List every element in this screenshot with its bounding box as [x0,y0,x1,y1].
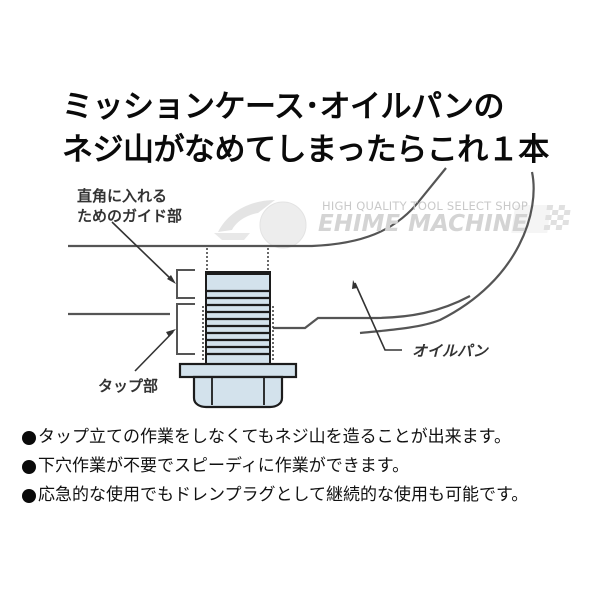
case-outline [68,167,535,335]
guide-label-line-1: 直角に入れる [77,187,168,205]
feature-item: タップ立ての作業をしなくてもネジ山を造ることが出来ます。 [22,423,592,452]
tap-section-label: タップ部 [98,377,159,395]
oil-pan-label: オイルパン [412,342,488,360]
guide-label-line-2: ためのガイド部 [77,207,183,225]
feature-text: 下穴作業が不要でスピーディに作業ができます。 [38,456,410,476]
watermark-name: EHIME MACHINE [318,211,528,237]
bullet-icon [22,430,36,445]
ehime-logo-icon [214,200,307,249]
feature-list: タップ立ての作業をしなくてもネジ山を造ることが出来ます。 下穴作業が不要でスピー… [22,423,592,510]
headline-line-2: ネジ山がなめてしまったらこれ１本 [62,132,549,168]
headline: ミッションケース･オイルパンの ネジ山がなめてしまったらこれ１本 [62,86,562,172]
checkered-flag-icon [511,205,571,233]
feature-item: 下穴作業が不要でスピーディに作業ができます。 [22,452,592,481]
section-brackets [176,269,195,355]
bullet-icon [22,488,36,503]
feature-item: 応急的な使用でもドレンプラグとして継続的な使用も可能です。 [22,481,592,510]
watermark-tagline: HIGH QUALITY TOOL SELECT SHOP [322,199,528,213]
bullet-icon [22,459,36,474]
leader-lines [111,221,402,372]
drain-plug [178,271,298,409]
feature-text: 応急的な使用でもドレンプラグとして継続的な使用も可能です。 [38,485,529,505]
headline-line-1: ミッションケース･オイルパンの [62,89,505,125]
hole-threads [206,248,269,272]
feature-text: タップ立ての作業をしなくてもネジ山を造ることが出来ます。 [38,427,511,447]
guide-section-label: 直角に入れる ためのガイド部 [77,186,182,226]
